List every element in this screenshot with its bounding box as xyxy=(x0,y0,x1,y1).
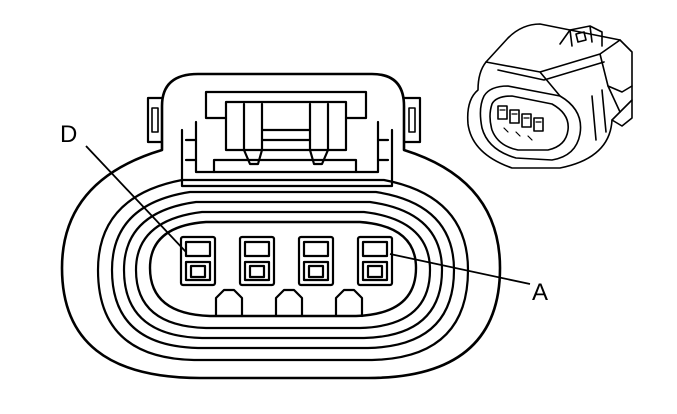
pin-d xyxy=(179,235,217,287)
iso-pin-d xyxy=(497,105,508,120)
left-lock-ear-slot xyxy=(151,107,159,133)
latch-arm xyxy=(224,116,348,152)
polarization-key-3 xyxy=(334,288,364,318)
terminal-cavity xyxy=(148,220,418,318)
iso-pin-b xyxy=(521,113,532,128)
seal-ring-2 xyxy=(110,190,456,350)
housing-outer-outline xyxy=(60,72,502,380)
iso-latch-detail xyxy=(575,31,587,43)
callout-d-leader xyxy=(85,145,187,253)
right-lock-ear xyxy=(402,96,422,144)
iso-hood-ridge xyxy=(497,61,605,81)
polarization-key-2 xyxy=(274,288,304,318)
latch-frame-outer xyxy=(180,128,394,188)
latch-right-tooth xyxy=(308,148,330,166)
connector-face-view xyxy=(60,72,502,380)
iso-side xyxy=(607,85,633,127)
latch-left-tooth xyxy=(242,148,264,166)
left-lock-ear xyxy=(146,96,164,144)
seal-ring-4 xyxy=(134,210,432,330)
callout-a-leader xyxy=(389,253,531,285)
iso-pin-slots xyxy=(499,109,542,123)
pin-c xyxy=(238,235,276,287)
iso-keys xyxy=(503,127,533,141)
iso-pin-c xyxy=(509,109,520,124)
latch-left-post xyxy=(242,102,264,152)
seal-ring-3 xyxy=(122,200,444,340)
latch-side-left xyxy=(184,138,198,162)
callout-a: A xyxy=(389,253,548,306)
iso-hood xyxy=(485,39,621,113)
pin-a xyxy=(356,235,394,287)
latch-frame-inner xyxy=(194,120,380,174)
connector-isometric-view xyxy=(466,23,633,169)
callout-d: D xyxy=(60,121,187,253)
iso-face-outer xyxy=(479,85,582,161)
iso-face-inner xyxy=(489,95,569,151)
pin-b xyxy=(297,235,335,287)
polarization-key-1 xyxy=(214,288,244,318)
latch-side-right xyxy=(376,138,390,162)
callout-a-label: A xyxy=(532,279,548,306)
callout-d-label: D xyxy=(60,121,77,148)
latch-right-post xyxy=(308,102,330,152)
iso-side-rib xyxy=(591,89,607,141)
right-lock-ear-slot xyxy=(408,107,416,133)
iso-latch xyxy=(559,25,603,47)
latch-body xyxy=(204,90,368,120)
seal-ring-1 xyxy=(96,178,470,362)
latch-crossbar xyxy=(260,128,312,142)
iso-pin-a xyxy=(533,117,544,132)
latch-base xyxy=(212,158,358,174)
